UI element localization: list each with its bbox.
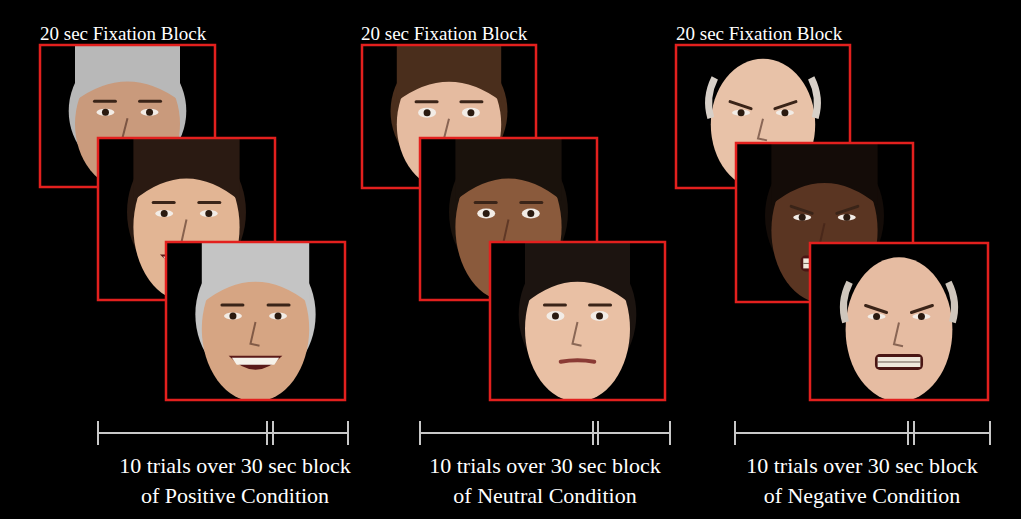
timeline-tick: [97, 421, 99, 445]
block-heading: 20 sec Fixation Block: [40, 23, 206, 45]
timeline-tick: [592, 421, 594, 445]
condition-caption: 10 trials over 30 sec block of Positive …: [113, 451, 358, 511]
timeline-tick: [907, 421, 909, 445]
photo-frame: [810, 243, 988, 400]
timeline-tick: [734, 421, 736, 445]
timeline-tick: [266, 421, 268, 445]
timeline-tick: [669, 421, 671, 445]
photo-frame: [166, 242, 345, 400]
timeline-tick: [419, 421, 421, 445]
block-heading: 20 sec Fixation Block: [676, 23, 842, 45]
timeline-line: [735, 432, 990, 434]
photo-frame: [490, 242, 665, 400]
timeline-line: [98, 432, 348, 434]
timeline-tick: [272, 421, 274, 445]
timeline-line: [420, 432, 670, 434]
face-photo: [490, 242, 665, 402]
block-heading: 20 sec Fixation Block: [361, 23, 527, 45]
timeline-tick: [597, 421, 599, 445]
timeline-tick: [989, 421, 991, 445]
face-photo: [810, 243, 988, 402]
face-stack: [40, 45, 988, 402]
timeline-bracket: [98, 421, 990, 445]
face-photo: [166, 242, 345, 402]
condition-caption: 10 trials over 30 sec block of Negative …: [740, 451, 985, 511]
condition-caption: 10 trials over 30 sec block of Neutral C…: [423, 451, 668, 511]
timeline-tick: [913, 421, 915, 445]
timeline-tick: [347, 421, 349, 445]
